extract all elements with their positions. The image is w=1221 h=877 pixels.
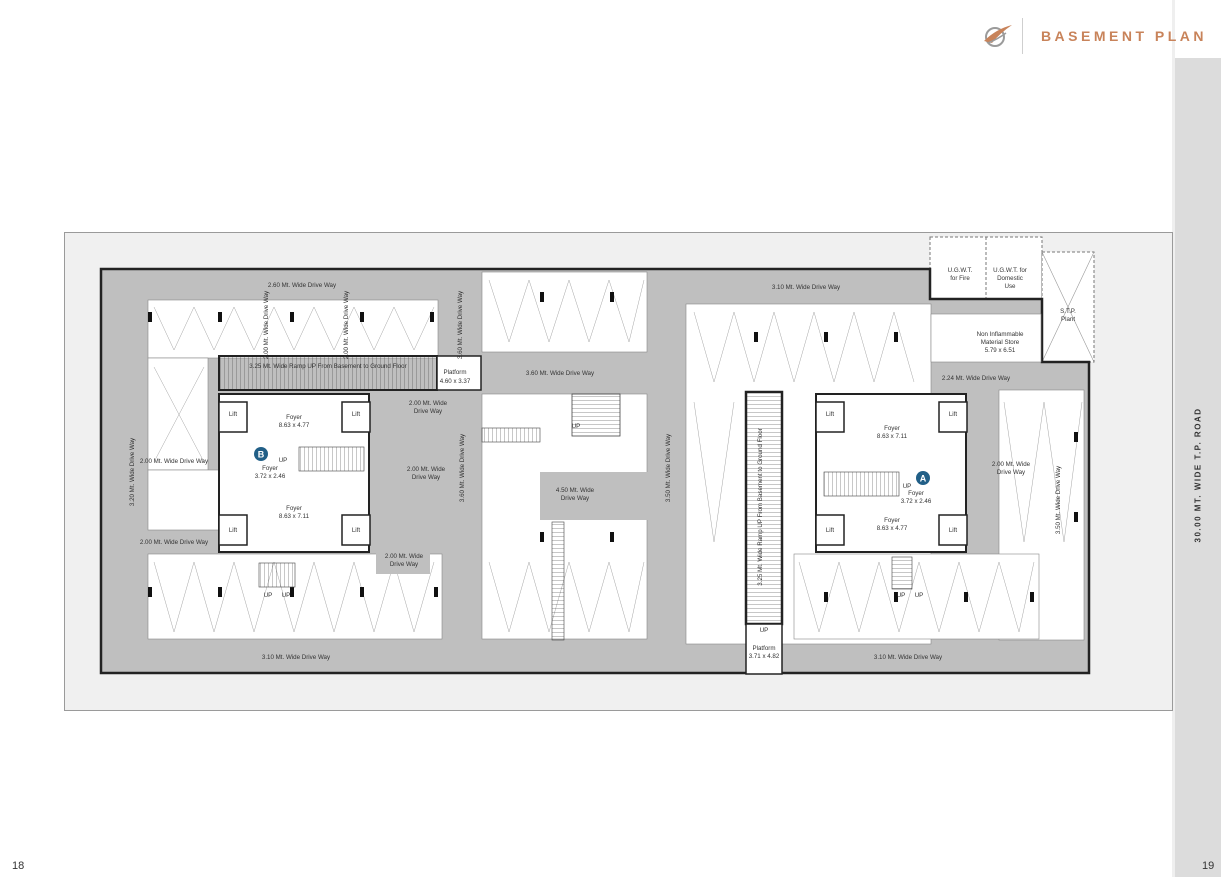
label-a-lift-2: Lift [949,411,958,418]
label-a-lift-4: Lift [949,527,958,534]
label-small-vertical-2: 2.00 Mt. Wide Drive Way [343,290,350,359]
label-b-right-top-1: 2.00 Mt. Wide [409,400,448,407]
page-number-right: 19 [1202,860,1215,872]
label-b-right-top-2: Drive Way [414,408,443,415]
label-ugwt-domestic-2: Domestic [997,275,1023,282]
label-right-ramp: 3.25 Mt. Wide Ramp UP From Basement to G… [757,428,764,585]
label-stp-1: S.T.P. [1060,308,1076,315]
label-a-foyer-bottom: Foyer [884,517,900,524]
wing-b-marker-label: B [258,450,265,460]
label-top-left-driveway: 2.60 Mt. Wide Drive Way [268,282,337,289]
label-ugwt-fire-2: for Fire [950,275,970,282]
label-b-foyer-mid-size: 3.72 x 2.46 [255,473,286,480]
label-b-bottom-1: 2.00 Mt. Wide [385,553,424,560]
right-margin-strip [1172,0,1221,877]
label-b-lift-2: Lift [352,411,361,418]
label-a-up-3: UP [915,592,924,599]
plan-labels: 2.60 Mt. Wide Drive Way 3.10 Mt. Wide Dr… [129,267,1076,661]
wing-b-marker [254,447,268,461]
label-stp-2: Plant [1061,316,1075,323]
label-b-foyer-bottom-size: 8.63 x 7.11 [279,513,310,520]
parking-marks [153,279,1083,633]
label-center-box-2: Drive Way [561,495,590,502]
label-left-ramp: 3.25 Mt. Wide Ramp UP From Basement to G… [249,363,406,370]
label-mid-right-vertical-driveway: 3.50 Mt. Wide Drive Way [665,433,672,502]
basement-floor-plan: B A 2.60 Mt. Wide Drive Way 3.10 Mt. Wid… [64,232,1173,711]
columns [148,292,1078,602]
label-ugwt-fire-1: U.G.W.T. [948,267,973,274]
label-left-vertical-driveway: 3.20 Mt. Wide Drive Way [129,437,136,506]
page-title: BASEMENT PLAN [1040,28,1207,44]
label-b-foyer-top: Foyer [286,414,302,421]
label-b-lift-3: Lift [229,527,238,534]
label-bottom-left-driveway: 3.10 Mt. Wide Drive Way [262,654,331,661]
label-store-1: Non Inflammable [977,331,1024,338]
header-divider [1021,18,1023,54]
label-left-low-driveway: 2.00 Mt. Wide Drive Way [140,539,209,546]
label-store-3: 5.79 x 6.51 [985,347,1016,354]
label-a-top-driveway: 2.24 Mt. Wide Drive Way [942,375,1011,382]
label-b-bottom-2: Drive Way [390,561,419,568]
label-left-mid-driveway: 2.00 Mt. Wide Drive Way [140,458,209,465]
label-center-up: UP [572,423,581,430]
label-b-foyer-bottom: Foyer [286,505,302,512]
label-ugwt-domestic-1: U.G.W.T. for [993,267,1027,274]
label-a-foyer-top-size: 8.63 x 7.11 [877,433,908,440]
label-b-foyer-mid: Foyer [262,465,278,472]
driveway-boxes [376,462,648,574]
utility-tanks [929,236,1095,363]
label-mid-left-vertical-driveway: 3.60 Mt. Wide Drive Way [459,433,466,502]
ramps-and-platforms [218,355,784,675]
label-bottom-right-driveway: 3.10 Mt. Wide Drive Way [874,654,943,661]
label-a-foyer-top: Foyer [884,425,900,432]
label-platform-right-up: UP [760,627,769,634]
label-platform-right: Platform [752,645,775,652]
page-spine [1172,0,1175,877]
label-a-foyer-mid: Foyer [908,490,924,497]
label-a-right-1: 2.00 Mt. Wide [992,461,1031,468]
label-b-lift-4: Lift [352,527,361,534]
label-a-up-1: UP [903,483,912,490]
page-header: BASEMENT PLAN [980,18,1207,54]
label-ugwt-domestic-3: Use [1004,283,1016,290]
label-center-driveway: 3.60 Mt. Wide Drive Way [526,370,595,377]
label-platform-left-size: 4.60 x 3.37 [440,378,471,385]
label-center-box-1: 4.50 Mt. Wide [556,487,595,494]
label-b-up-3: UP [282,592,291,599]
label-b-up-1: UP [279,457,288,464]
wing-a-marker [916,471,930,485]
label-a-lift-1: Lift [826,411,835,418]
label-b-right-mid-1: 2.00 Mt. Wide [407,466,446,473]
label-small-vertical-3: 3.60 Mt. Wide Drive Way [457,290,464,359]
page-number-left: 18 [12,860,25,872]
label-a-foyer-mid-size: 3.72 x 2.46 [901,498,932,505]
swoosh-logo-icon [983,25,1012,47]
label-a-right-2: Drive Way [997,469,1026,476]
label-right-vertical-driveway: 3.50 Mt. Wide Drive Way [1055,465,1062,534]
right-margin-header-gap [1172,0,1221,58]
label-a-up-2: UP [897,592,906,599]
label-store-2: Material Store [981,339,1020,346]
label-a-foyer-bottom-size: 8.63 x 4.77 [877,525,908,532]
label-b-foyer-top-size: 8.63 x 4.77 [279,422,310,429]
label-b-lift-1: Lift [229,411,238,418]
wing-b-core [218,393,371,588]
label-platform-right-size: 3.71 x 4.82 [749,653,780,660]
label-a-lift-3: Lift [826,527,835,534]
circular-markers: B A [254,447,930,485]
label-platform-left: Platform [443,369,466,376]
label-b-up-2: UP [264,592,273,599]
wing-a-marker-label: A [920,474,927,484]
label-small-vertical-1: 2.00 Mt. Wide Drive Way [263,290,270,359]
label-top-right-driveway: 3.10 Mt. Wide Drive Way [772,284,841,291]
label-b-right-mid-2: Drive Way [412,474,441,481]
road-label-text: 30.00 MT. WIDE T.P. ROAD [1193,407,1203,543]
wing-a-core [815,393,968,590]
road-label: 30.00 MT. WIDE T.P. ROAD [1180,400,1216,550]
